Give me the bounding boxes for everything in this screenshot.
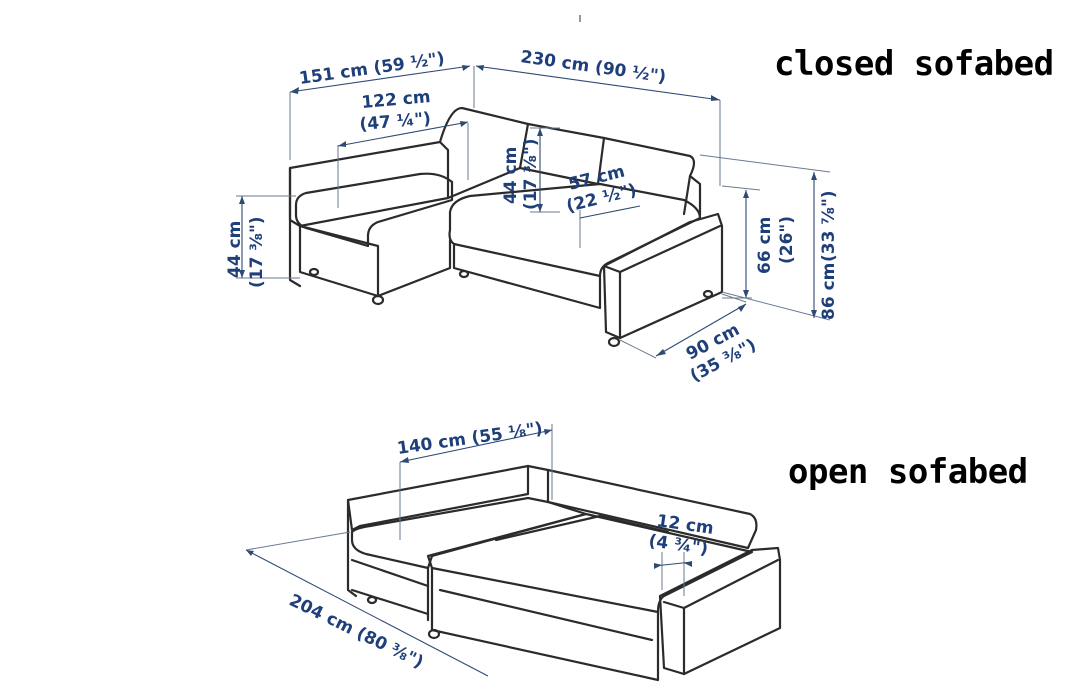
dim-seat-height-in: (17 ⅜") <box>247 216 267 288</box>
dimline-122 <box>337 121 469 147</box>
closed-sofa-drawing <box>288 106 724 348</box>
dimline-57 <box>579 205 641 219</box>
open-chaise-cushion <box>350 496 588 570</box>
dim-bed-length: 204 cm (80 ⅜") <box>286 591 427 673</box>
dimline-204 <box>245 549 489 677</box>
open-right-arm <box>658 546 782 676</box>
leg <box>308 267 320 277</box>
open-left-arm <box>346 464 530 532</box>
back-cushion-left <box>438 106 530 200</box>
back-panel-right <box>688 174 702 217</box>
closed-sofabed-title: closed sofabed <box>774 44 1054 84</box>
dim-arm-height-cm: 66 cm <box>755 217 775 274</box>
open-sofa-drawing <box>346 464 782 682</box>
dimline-140 <box>399 429 553 463</box>
leg <box>371 294 385 306</box>
dimline-230 <box>475 65 721 101</box>
back-cushion-mid <box>518 122 606 186</box>
dim-sofa-width: 230 cm (90 ½") <box>519 47 667 87</box>
dim-back-height-in: (17 ⅜") <box>521 138 541 210</box>
dim-chaise-length: 151 cm (59 ½") <box>298 49 446 89</box>
open-back <box>526 464 758 550</box>
dimline-151 <box>289 65 471 93</box>
dim-total-height-cm: 86 cm <box>819 263 839 320</box>
leg <box>366 595 378 605</box>
dim-arm-height-in: (26") <box>777 216 797 264</box>
dim-back-height-cm: 44 cm <box>501 147 521 204</box>
dim-bed-width: 140 cm (55 ⅛") <box>396 419 544 459</box>
sofa-base <box>452 242 602 310</box>
chaise-arm <box>288 140 450 228</box>
right-arm <box>602 212 724 340</box>
leg <box>702 289 714 299</box>
chaise-cushion <box>294 172 454 248</box>
dim-seat-height-cm: 44 cm <box>225 221 245 278</box>
dimline-90 <box>655 303 747 357</box>
dim-total-height-in: (33 ⅞") <box>819 190 839 262</box>
leg <box>458 269 470 279</box>
leg <box>607 336 621 348</box>
leg <box>427 628 441 640</box>
open-sofabed-title: open sofabed <box>788 452 1028 492</box>
